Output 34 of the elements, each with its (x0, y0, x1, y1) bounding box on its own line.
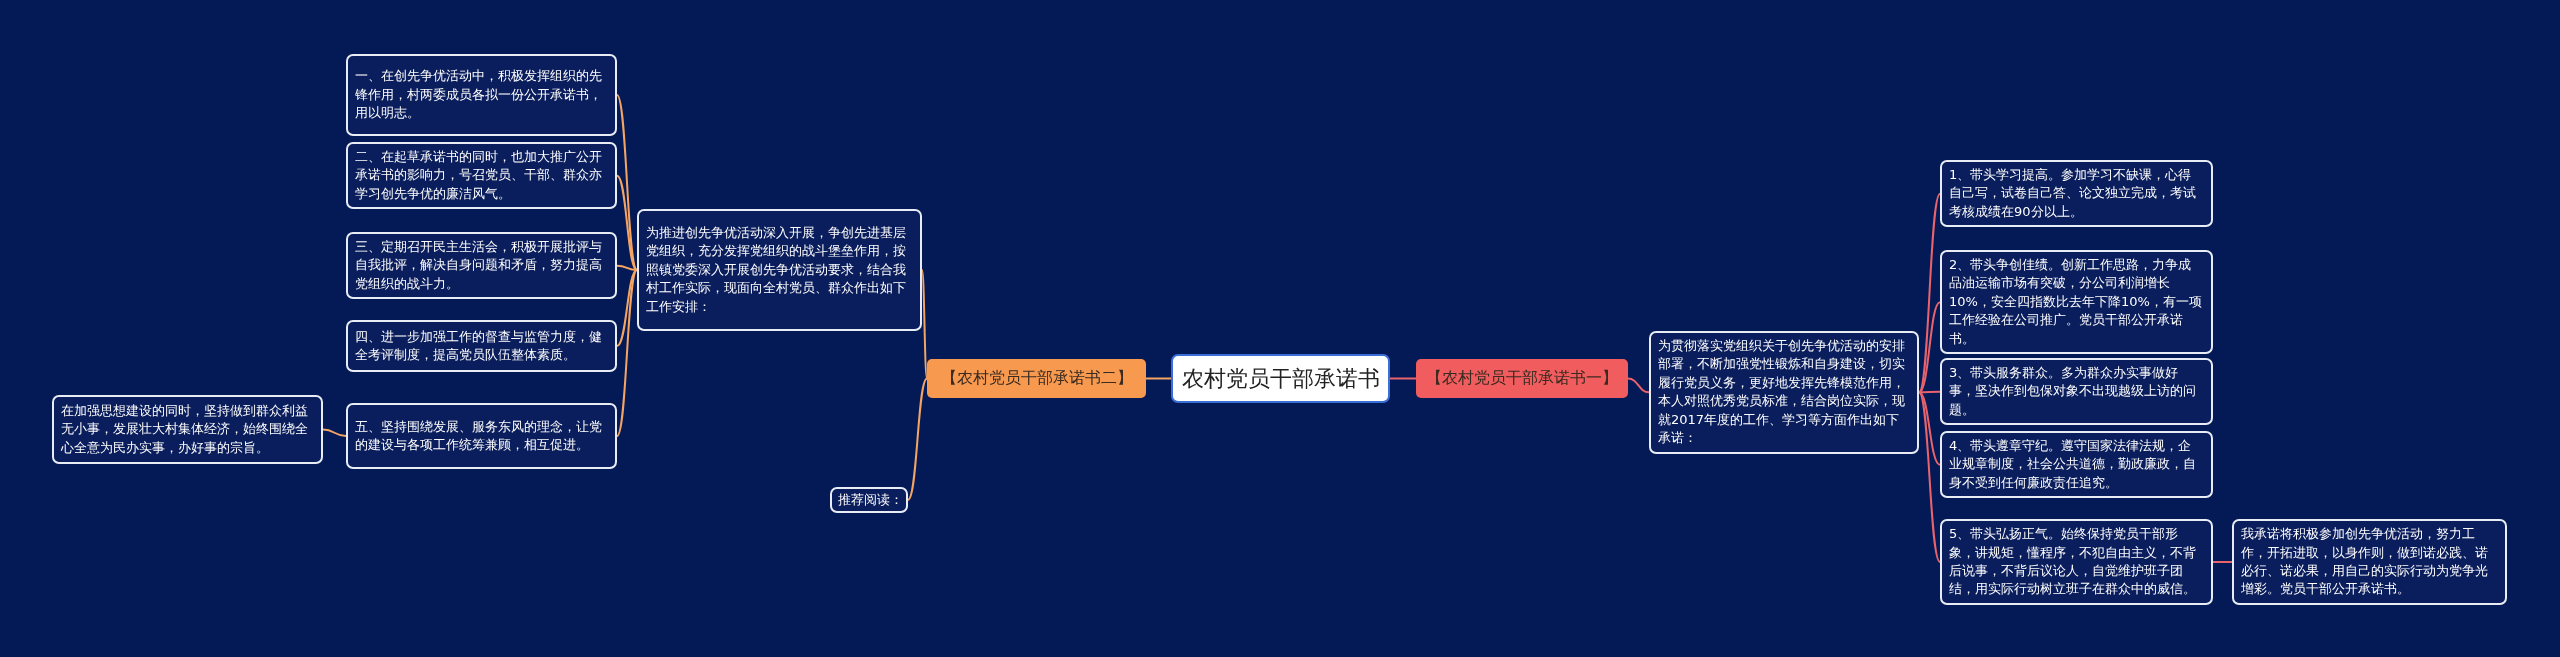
text-box: 二、在起草承诺书的同时，也加大推广公开承诺书的影响力，号召党员、干部、群众亦学习创先争优的廉洁风气。 (346, 142, 617, 210)
connector (1918, 301, 1941, 394)
title-box: 农村党员干部承诺书 (1171, 354, 1390, 403)
text-box: 四、进一步加强工作的督查与监管力度，健全考评制度，提高党员队伍整体素质。 (346, 320, 617, 372)
text-box: 5、带头弘扬正气。始终保持党员干部形象，讲规矩，懂程序，不犯自由主义，不背后说事，不背后议论人，自觉维护班子团结，用实际行动树立班子在群众中的威信。 (1940, 519, 2213, 605)
topic-box: 【农村党员干部承诺书一】 (1416, 359, 1628, 398)
connector (322, 428, 347, 437)
topic-box: 【农村党员干部承诺书二】 (927, 359, 1146, 398)
connector (1918, 391, 1941, 466)
connector (616, 94, 638, 271)
text-box: 一、在创先争优活动中，积极发挥组织的先锋作用，村两委成员各拟一份公开承诺书，用以明志。 (346, 54, 617, 136)
connector (616, 174, 638, 271)
connector (616, 264, 638, 271)
connector (616, 269, 638, 437)
text-box: 我承诺将积极参加创先争优活动，努力工作，开拓进取，以身作则，做到诺必践、诺必行、诺必果，用自己的实际行动为党争光增彩。党员干部公开承诺书。 (2232, 519, 2507, 605)
connector (616, 269, 638, 347)
text-box: 4、带头遵章守纪。遵守国家法律法规，企业规章制度，社会公共道德，勤政廉政，自身不受到任何廉政责任追究。 (1940, 431, 2213, 499)
text-box: 在加强思想建设的同时，坚持做到群众利益无小事，发展壮大村集体经济，始终围绕全心全意为民办实事，办好事的宗旨。 (52, 395, 323, 464)
connector (1918, 391, 1941, 563)
connector (1389, 377, 1417, 380)
text-box: 2、带头争创佳绩。创新工作思路，力争成品油运输市场有突破，分公司利润增长10%，安全四指数比去年下降10%，有一项工作经验在公司推广。党员干部公开承诺书。 (1940, 250, 2213, 355)
text-box: 五、坚持围绕发展、服务东风的理念，让党的建设与各项工作统筹兼顾，相互促进。 (346, 403, 617, 469)
text-box: 3、带头服务群众。多为群众办实事做好事，坚决作到包保对象不出现越级上访的问题。 (1940, 358, 2213, 426)
connector (921, 269, 928, 380)
text-box: 1、带头学习提高。参加学习不缺课，心得自己写，试卷自己答、论文独立完成，考试考核成绩在90分以上。 (1940, 160, 2213, 228)
text-box: 为推进创先争优活动深入开展，争创先进基层党组织，充分发挥党组织的战斗堡垒作用，按照镇党委深入开展创先争优活动要求，结合我村工作实际，现面向全村党员、群众作出如下工作安排： (637, 209, 922, 331)
connector (907, 377, 928, 501)
text-box: 三、定期召开民主生活会，积极开展批评与自我批评，解决自身问题和矛盾，努力提高党组织的战斗力。 (346, 232, 617, 300)
text-box: 推荐阅读： (830, 487, 908, 513)
connector (1918, 390, 1941, 394)
connector (1145, 377, 1172, 380)
connector (2212, 561, 2233, 563)
text-box: 为贯彻落实党组织关于创先争优活动的安排部署，不断加强党性锻炼和自身建设，切实履行党员义务，更好地发挥先锋模范作用，本人对照优秀党员标准，结合岗位实际，现就2017年度的工作、学习等方面作出如下承诺： (1649, 331, 1919, 454)
connector (1627, 377, 1650, 394)
